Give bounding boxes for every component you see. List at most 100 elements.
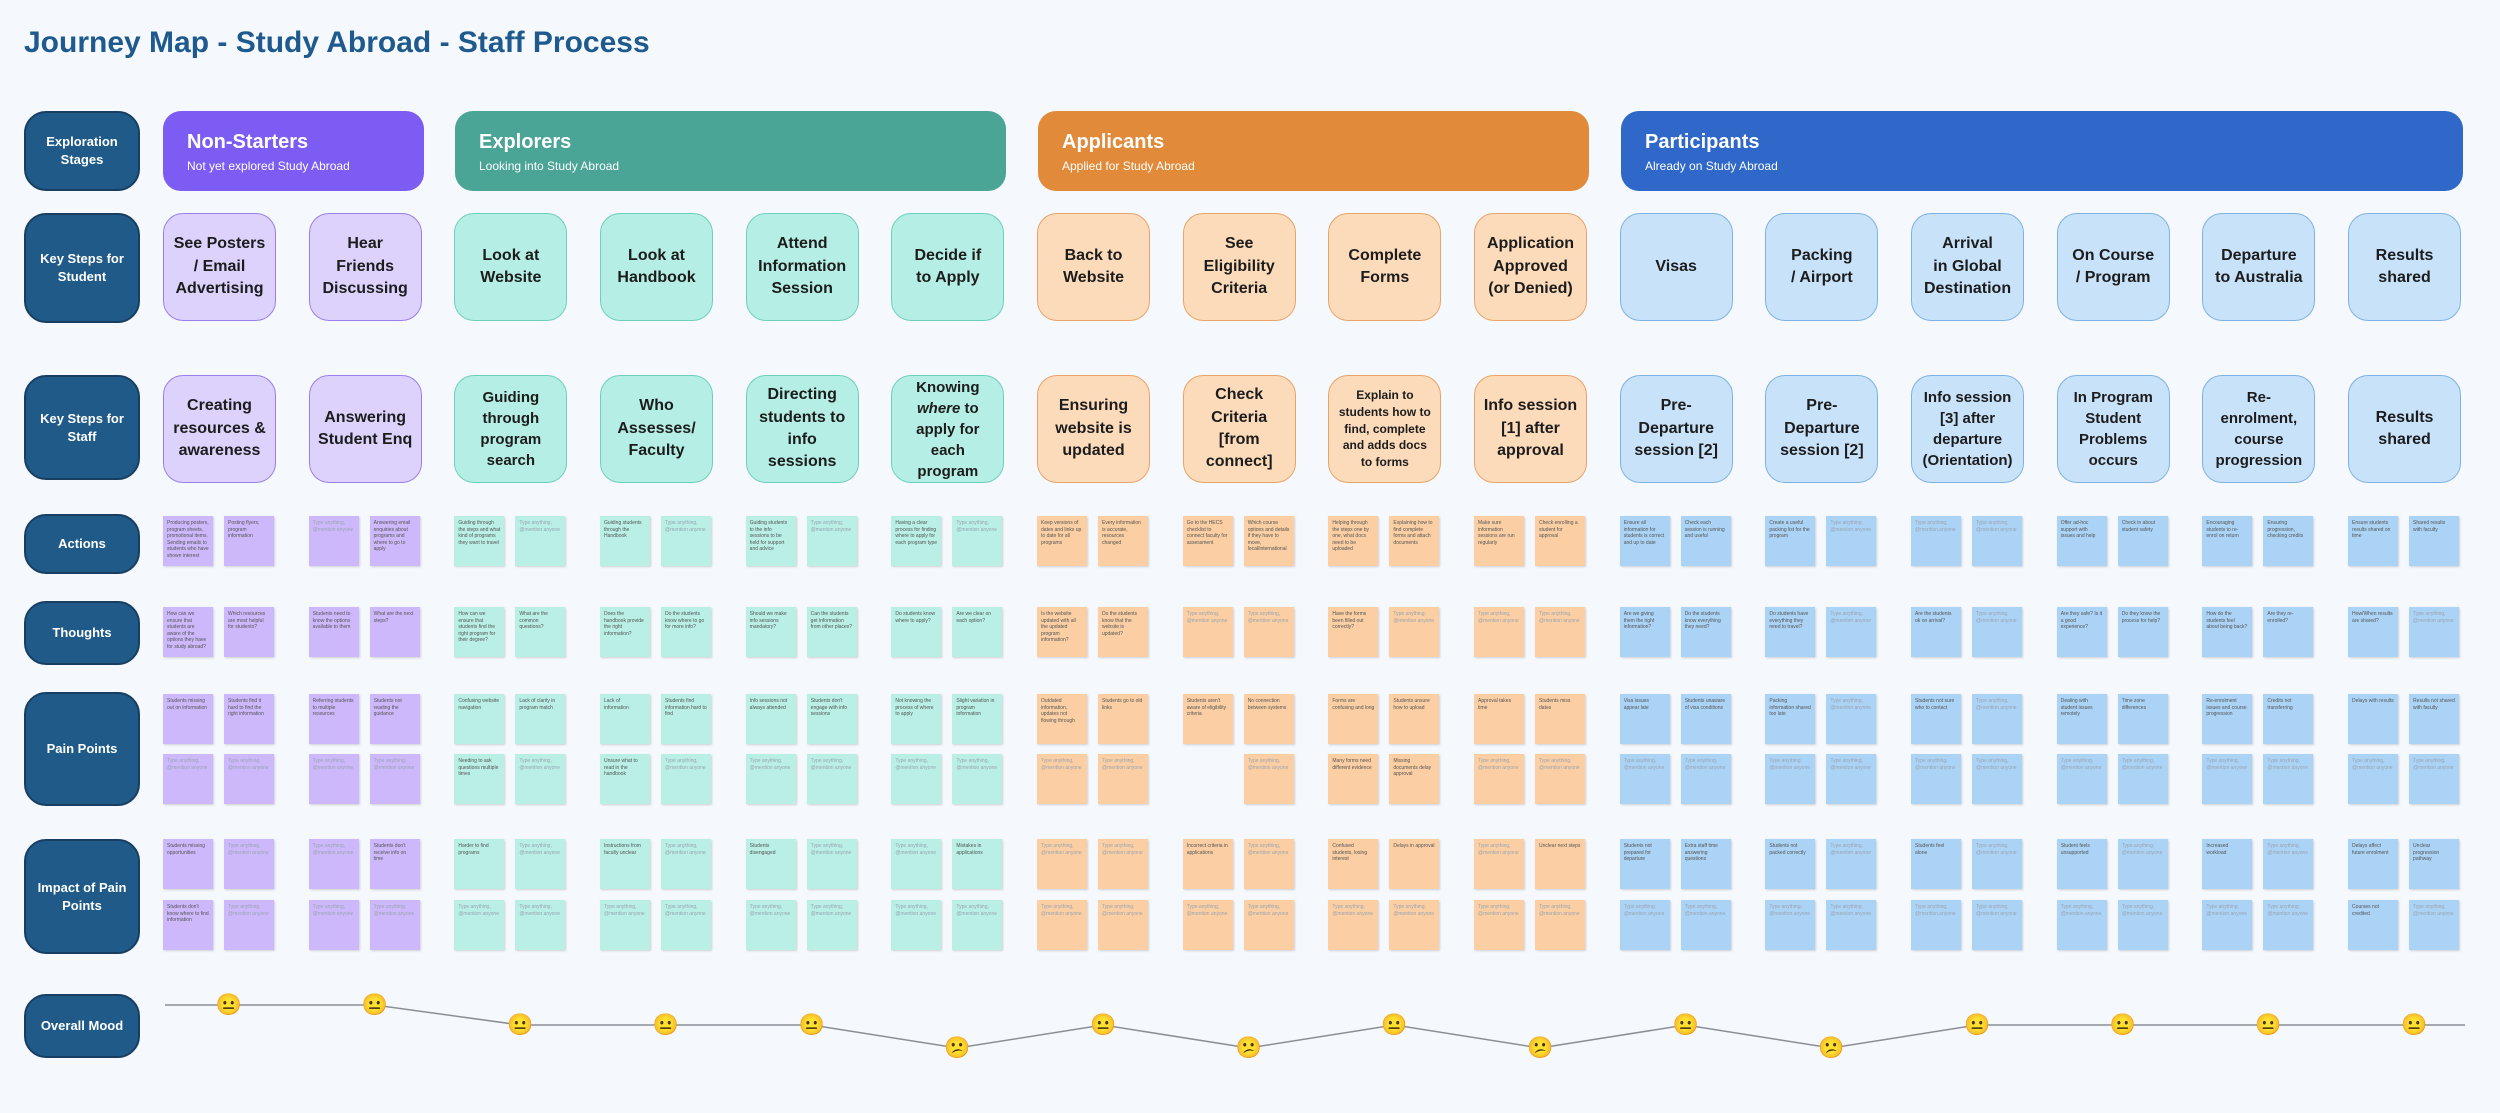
sticky-note[interactable]: Type anything, @mention anyone <box>1680 754 1731 804</box>
sticky-note[interactable]: Answering email enquiries about programs… <box>369 516 420 566</box>
sticky-note[interactable]: Type anything, @mention anyone <box>1535 900 1586 950</box>
sticky-note[interactable]: Have the forms been filled out correctly… <box>1328 607 1379 657</box>
sticky-note[interactable]: Type anything, @mention anyone <box>2117 839 2168 889</box>
sticky-note[interactable]: Outdated information, updates not flowin… <box>1037 694 1088 744</box>
sticky-note[interactable]: Students go to old links <box>1098 694 1149 744</box>
sticky-note[interactable]: Every information is accurate, resources… <box>1098 516 1149 566</box>
sticky-note[interactable]: Students missing opportunities <box>163 839 213 889</box>
sticky-note[interactable]: Type anything, @mention anyone <box>2263 754 2314 804</box>
sticky-note[interactable]: What are the next steps? <box>369 607 420 657</box>
sticky-note[interactable]: Students miss dates <box>1535 694 1586 744</box>
sticky-note[interactable]: Type anything, @mention anyone <box>515 900 566 950</box>
sticky-note[interactable]: Type anything, @mention anyone <box>1037 900 1088 950</box>
sticky-note[interactable]: Students need to know the options availa… <box>308 607 359 657</box>
sticky-note[interactable]: Type anything, @mention anyone <box>1765 900 1816 950</box>
sticky-note[interactable]: Type anything, @mention anyone <box>806 900 857 950</box>
sticky-note[interactable]: Type anything, @mention anyone <box>308 516 359 566</box>
sticky-note[interactable]: Posting flyers, program information <box>224 516 274 566</box>
sticky-note[interactable]: Type anything, @mention anyone <box>2117 754 2168 804</box>
sticky-note[interactable]: Type anything, @mention anyone <box>952 900 1003 950</box>
sticky-note[interactable]: Ensuring progression, checking credits <box>2263 516 2314 566</box>
sticky-note[interactable]: Type anything, @mention anyone <box>224 839 274 889</box>
sticky-note[interactable]: Type anything, @mention anyone <box>1098 839 1149 889</box>
sticky-note[interactable]: Delays with results <box>2348 694 2399 744</box>
sticky-note[interactable]: Type anything, @mention anyone <box>2263 839 2314 889</box>
sticky-note[interactable]: Students unsure how to upload <box>1389 694 1440 744</box>
sticky-note[interactable]: Type anything, @mention anyone <box>1182 900 1233 950</box>
sticky-note[interactable]: Do the students know everything they nee… <box>1680 607 1731 657</box>
sticky-note[interactable]: No connection between systems <box>1243 694 1294 744</box>
sticky-note[interactable]: Type anything, @mention anyone <box>1619 900 1670 950</box>
sticky-note[interactable]: Type anything, @mention anyone <box>1474 839 1525 889</box>
sticky-note[interactable]: Producing posters, program sheets, promo… <box>163 516 213 566</box>
sticky-note[interactable]: Check each session is running and useful <box>1680 516 1731 566</box>
sticky-note[interactable]: Missing documents delay approval <box>1389 754 1440 804</box>
sticky-note[interactable]: Type anything, @mention anyone <box>308 900 359 950</box>
sticky-note[interactable]: Type anything, @mention anyone <box>454 900 505 950</box>
sticky-note[interactable]: Encouraging students to re-enrol on retu… <box>2202 516 2253 566</box>
sticky-note[interactable]: How do the students feel about being bac… <box>2202 607 2253 657</box>
sticky-note[interactable]: Type anything, @mention anyone <box>369 754 420 804</box>
sticky-note[interactable]: Type anything, @mention anyone <box>1826 754 1877 804</box>
sticky-note[interactable]: Type anything, @mention anyone <box>1911 900 1962 950</box>
sticky-note[interactable]: Type anything, @mention anyone <box>661 839 711 889</box>
sticky-note[interactable]: Type anything, @mention anyone <box>952 516 1003 566</box>
sticky-note[interactable]: Students missing out on information <box>163 694 213 744</box>
sticky-note[interactable]: Confused students, losing interest <box>1328 839 1379 889</box>
sticky-note[interactable]: Type anything, @mention anyone <box>1389 900 1440 950</box>
sticky-note[interactable]: Type anything, @mention anyone <box>2348 754 2399 804</box>
sticky-note[interactable]: Ensure students results shared on time <box>2348 516 2399 566</box>
sticky-note[interactable]: Type anything, @mention anyone <box>1474 754 1525 804</box>
sticky-note[interactable]: Students don't know where to find inform… <box>163 900 213 950</box>
sticky-note[interactable]: Re-enrolment issues and course progressi… <box>2202 694 2253 744</box>
sticky-note[interactable]: Type anything, @mention anyone <box>1765 754 1816 804</box>
sticky-note[interactable]: Unclear progression pathway <box>2409 839 2460 889</box>
sticky-note[interactable]: Having a clear process for finding where… <box>891 516 942 566</box>
sticky-note[interactable]: Type anything, @mention anyone <box>2202 754 2253 804</box>
sticky-note[interactable]: Type anything, @mention anyone <box>806 516 857 566</box>
sticky-note[interactable]: Student feels unsupported <box>2056 839 2107 889</box>
sticky-note[interactable]: Ensure all information for students is c… <box>1619 516 1670 566</box>
sticky-note[interactable]: Can the students get information from ot… <box>806 607 857 657</box>
sticky-note[interactable]: Confusing website navigation <box>454 694 505 744</box>
sticky-note[interactable]: Delays affect future enrolment <box>2348 839 2399 889</box>
sticky-note[interactable]: Needing to ask questions multiple times <box>454 754 505 804</box>
sticky-note[interactable]: Type anything, @mention anyone <box>661 754 711 804</box>
sticky-note[interactable]: Type anything, @mention anyone <box>2409 900 2460 950</box>
sticky-note[interactable]: Incorrect criteria in applications <box>1182 839 1233 889</box>
sticky-note[interactable]: Should we make info sessions mandatory? <box>745 607 796 657</box>
sticky-note[interactable]: Many forms need different evidence <box>1328 754 1379 804</box>
sticky-note[interactable]: Guiding through the steps and what kind … <box>454 516 505 566</box>
sticky-note[interactable]: Type anything, @mention anyone <box>1535 607 1586 657</box>
sticky-note[interactable]: Type anything, @mention anyone <box>224 900 274 950</box>
sticky-note[interactable]: Are we giving them the right information… <box>1619 607 1670 657</box>
sticky-note[interactable]: Do students know where to apply? <box>891 607 942 657</box>
sticky-note[interactable]: Unsure what to read in the handbook <box>600 754 650 804</box>
sticky-note[interactable]: Credits not transferring <box>2263 694 2314 744</box>
sticky-note[interactable]: Are they safe? Is it a good experience? <box>2056 607 2107 657</box>
sticky-note[interactable]: Type anything, @mention anyone <box>1972 754 2023 804</box>
sticky-note[interactable]: Type anything, @mention anyone <box>224 754 274 804</box>
sticky-note[interactable]: Type anything, @mention anyone <box>600 900 650 950</box>
sticky-note[interactable]: Type anything, @mention anyone <box>1243 900 1294 950</box>
sticky-note[interactable]: Type anything, @mention anyone <box>1826 516 1877 566</box>
sticky-note[interactable]: Type anything, @mention anyone <box>1972 839 2023 889</box>
sticky-note[interactable]: Type anything, @mention anyone <box>1389 607 1440 657</box>
sticky-note[interactable]: Type anything, @mention anyone <box>2263 900 2314 950</box>
sticky-note[interactable]: Make sure information sessions are run r… <box>1474 516 1525 566</box>
sticky-note[interactable]: Students disengaged <box>745 839 796 889</box>
sticky-note[interactable]: Type anything, @mention anyone <box>1474 607 1525 657</box>
sticky-note[interactable]: Students don't receive info on time <box>369 839 420 889</box>
sticky-note[interactable]: Mistakes in applications <box>952 839 1003 889</box>
sticky-note[interactable]: Students unaware of visa conditions <box>1680 694 1731 744</box>
sticky-note[interactable]: Type anything, @mention anyone <box>515 839 566 889</box>
sticky-note[interactable]: Go to the HECS checklist to connect facu… <box>1182 516 1233 566</box>
sticky-note[interactable]: Type anything, @mention anyone <box>308 839 359 889</box>
sticky-note[interactable]: Offer ad-hoc support with issues and hel… <box>2056 516 2107 566</box>
sticky-note[interactable]: Type anything, @mention anyone <box>1826 900 1877 950</box>
sticky-note[interactable]: Type anything, @mention anyone <box>745 900 796 950</box>
sticky-note[interactable]: Type anything, @mention anyone <box>1535 754 1586 804</box>
sticky-note[interactable]: Type anything, @mention anyone <box>1972 516 2023 566</box>
sticky-note[interactable]: Type anything, @mention anyone <box>1619 754 1670 804</box>
sticky-note[interactable]: Type anything, @mention anyone <box>1098 754 1149 804</box>
